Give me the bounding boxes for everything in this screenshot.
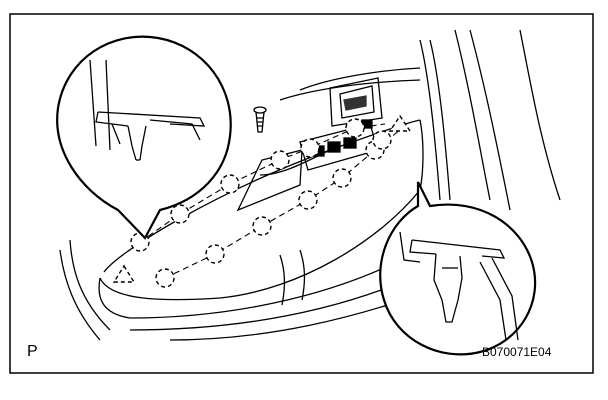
- clip-marker: [205, 244, 225, 264]
- door-pillar: [419, 29, 561, 211]
- view-label: P: [27, 343, 38, 360]
- clip-detail-callout: [56, 35, 232, 240]
- claw-detail-callout: [379, 181, 537, 356]
- clip-marker: [220, 174, 240, 194]
- inside-handle-bezel: [329, 77, 383, 127]
- clip-marker: [298, 190, 318, 210]
- claw-marker: [388, 114, 412, 132]
- clip-marker: [252, 216, 272, 236]
- clip-marker: [170, 204, 190, 224]
- clip-marker: [155, 268, 175, 288]
- screw-icon: [253, 106, 267, 133]
- claw-marker: [112, 264, 136, 283]
- clip-marker: [345, 118, 365, 138]
- claw-markers: [112, 114, 412, 283]
- clip-marker: [270, 150, 290, 170]
- clip-markers: [130, 118, 392, 288]
- clip-marker: [332, 168, 352, 188]
- clip-marker: [372, 130, 392, 150]
- figure-code: B070071E04: [482, 345, 552, 359]
- frame-border: [9, 13, 594, 374]
- clip-marker: [300, 138, 320, 158]
